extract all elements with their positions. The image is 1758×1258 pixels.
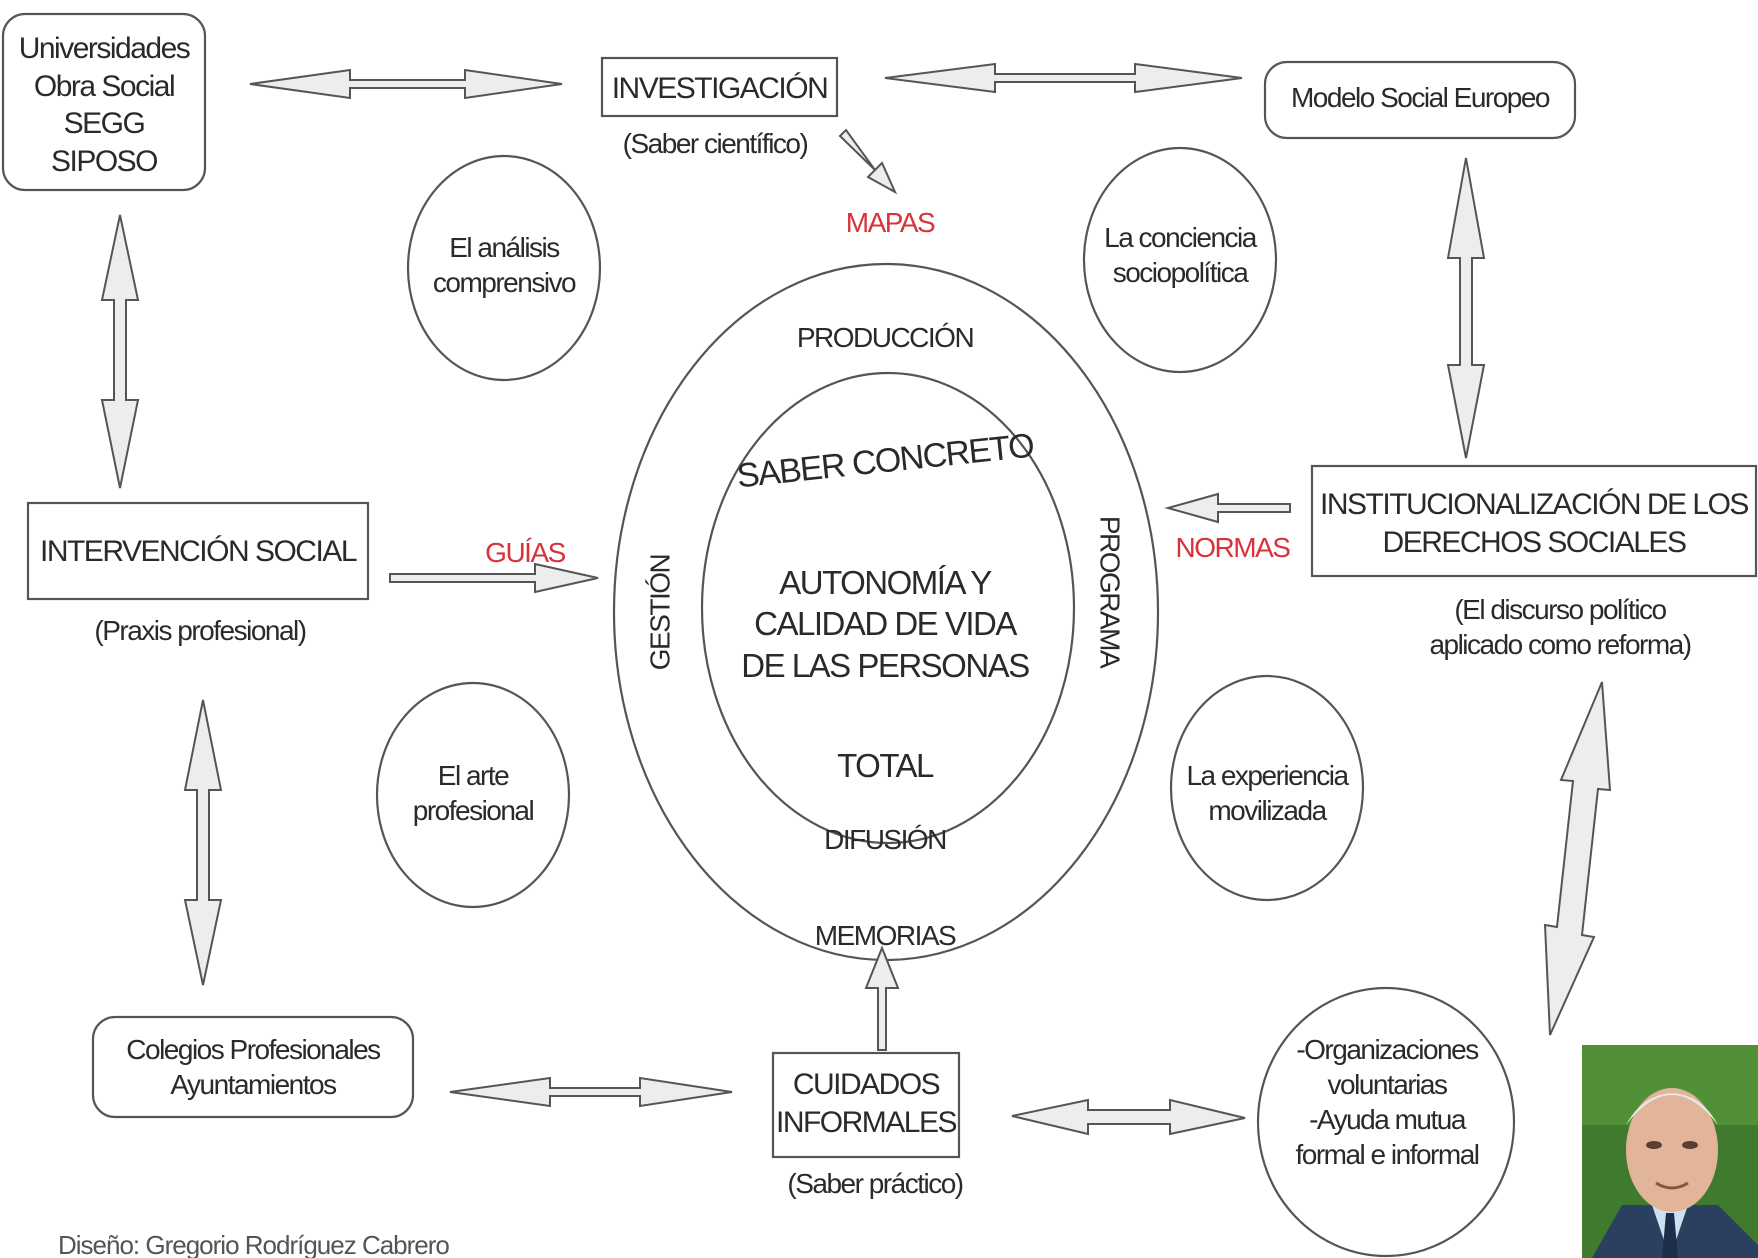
box-universidades [1,12,207,192]
inner-circle [700,371,1076,845]
node-investigacion: INVESTIGACIÓN [611,72,829,105]
label-mapas: MAPAS [845,207,936,238]
oval-analisis [406,154,602,382]
arrow-normas [1164,492,1291,524]
arrow-institucional-organizaciones [1543,681,1612,1036]
label-normas: NORMAS [1175,532,1291,563]
oval-experiencia-text: La experiencia movilizada [1186,760,1349,826]
arrow-modelo-institucional [1446,157,1486,459]
node-universidades: Universidades Obra Social SEGG SIPOSO [18,32,191,178]
box-intervencion [26,501,370,601]
arrow-cuidados-organizaciones [1011,1098,1246,1136]
center-gestion: GESTIÓN [644,554,676,671]
arrow-univ-investigacion [249,68,563,100]
node-institucionalizacion-sub: (El discurso político aplicado como refo… [1429,594,1692,660]
node-modelo-social: Modelo Social Europeo [1290,82,1551,113]
box-modelo-social [1263,60,1577,140]
arrow-intervencion-colegios [183,699,223,986]
portrait-photo [1582,1045,1758,1258]
box-institucionalizacion [1310,464,1758,578]
node-colegios: Colegios Profesionales Ayuntamientos [126,1034,381,1100]
credit-text: Diseño: Gregorio Rodríguez Cabrero [58,1230,449,1258]
node-organizaciones: -Organizaciones voluntarias -Ayuda mutua… [1295,1034,1480,1170]
center-programa: PROGRAMA [1094,515,1126,668]
oval-experiencia [1169,674,1365,902]
arrow-investigacion-modelo [884,62,1243,94]
node-intervencion: INTERVENCIÓN SOCIAL [39,535,358,568]
box-investigacion [600,56,839,118]
label-guias: GUÍAS [485,537,566,568]
center-autonomia: AUTONOMÍA Y CALIDAD DE VIDA DE LAS PERSO… [741,564,1030,684]
box-cuidados [771,1051,961,1159]
center-difusion: DIFUSIÓN [824,824,947,855]
node-institucionalizacion: INSTITUCIONALIZACIÓN DE LOS DERECHOS SOC… [1320,488,1749,559]
node-intervencion-sub: (Praxis profesional) [94,615,307,646]
oval-conciencia [1082,146,1278,374]
arrow-memorias [864,945,900,1051]
arrow-mapas [838,128,898,195]
center-produccion: PRODUCCIÓN [796,322,975,353]
oval-conciencia-text: La conciencia sociopolítica [1104,222,1257,288]
node-investigacion-sub: (Saber científico) [622,128,809,159]
oval-analisis-text: El análisis comprensivo [432,232,577,298]
center-total: TOTAL [837,747,934,784]
arrow-univ-intervencion [100,214,140,489]
oval-organizaciones [1256,986,1516,1258]
arrow-guias [389,562,599,594]
box-colegios [91,1015,415,1119]
arrow-colegios-cuidados [449,1076,733,1108]
node-cuidados: CUIDADOS INFORMALES [775,1068,958,1139]
node-cuidados-sub: (Saber práctico) [787,1168,964,1199]
oval-arte [375,681,571,909]
oval-arte-text: El arte profesional [412,760,535,826]
label-memorias: MEMORIAS [814,920,957,951]
